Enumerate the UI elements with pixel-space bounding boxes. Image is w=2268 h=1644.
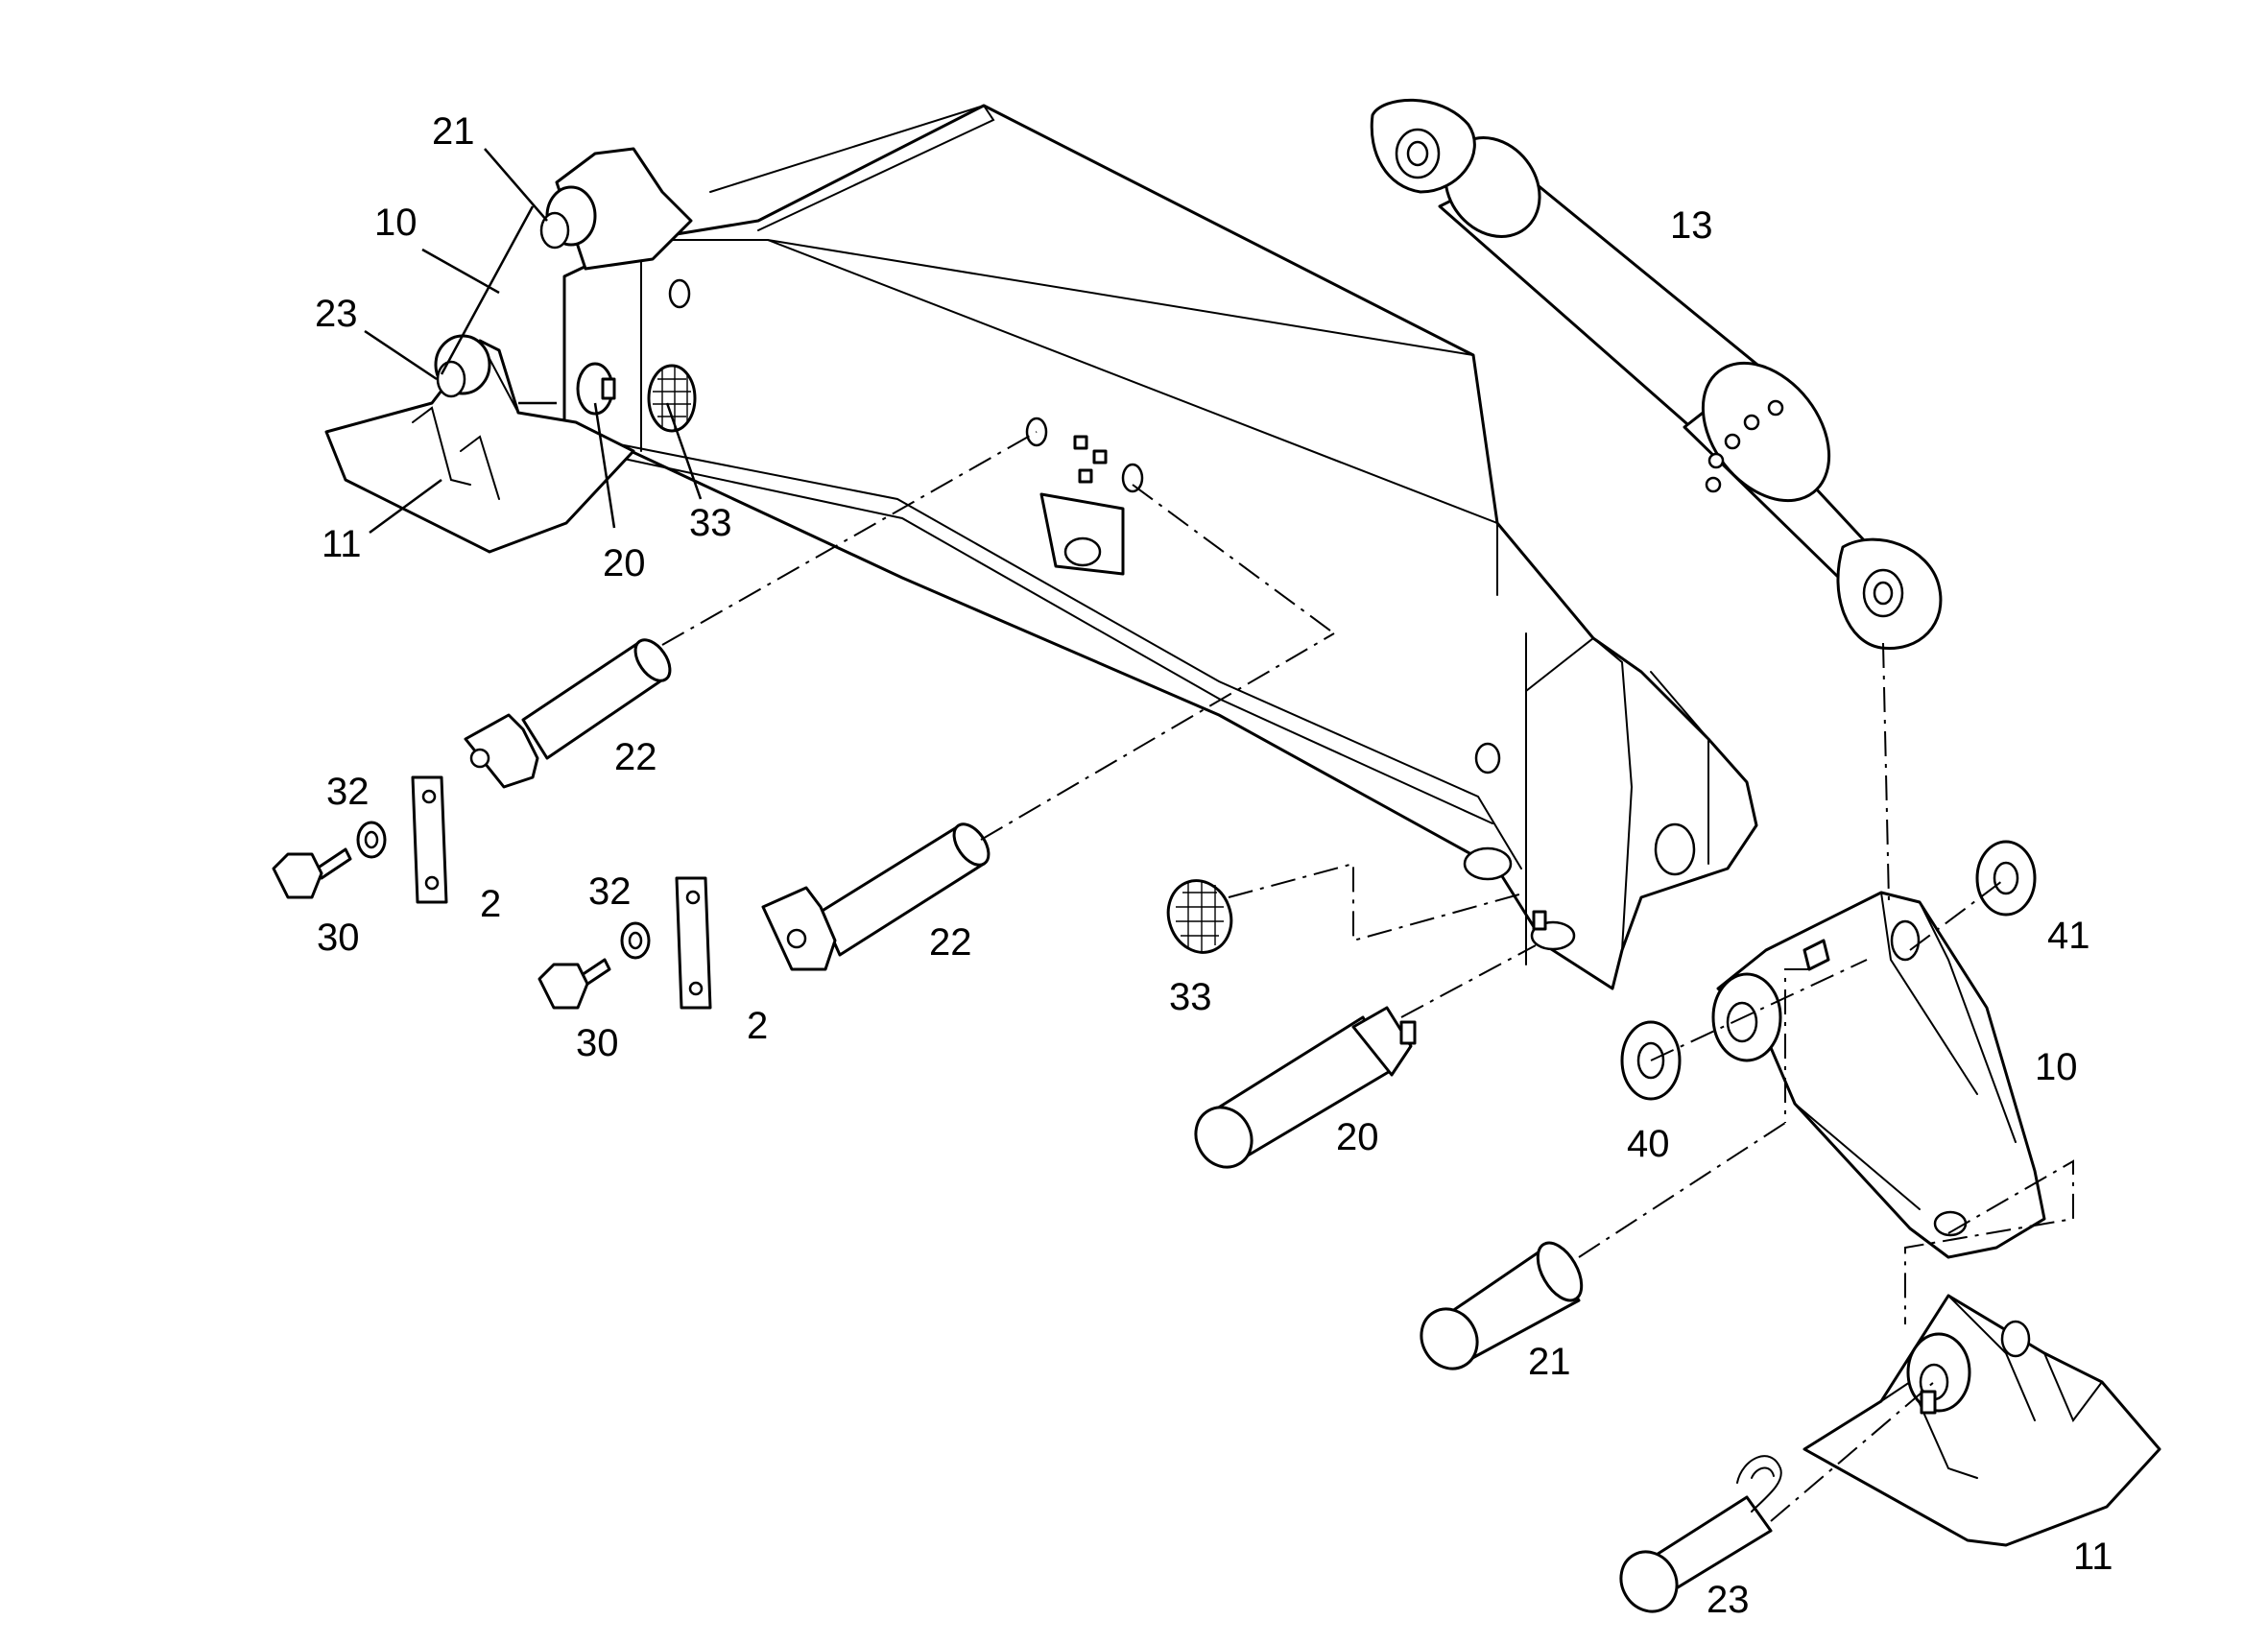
- washer-41: [1975, 840, 2037, 917]
- callout-2-b: 2: [747, 1005, 768, 1047]
- callout-23-bottom: 23: [1707, 1579, 1750, 1621]
- callout-32-a: 32: [326, 771, 370, 813]
- callout-2-a: 2: [480, 883, 501, 925]
- pin-20: [1194, 1006, 1417, 1169]
- callout-40: 40: [1627, 1123, 1670, 1165]
- pin-21: [1420, 1241, 1584, 1370]
- side-lug: [1039, 435, 1125, 576]
- top-left-mount-assembly: [324, 147, 697, 554]
- callout-labels: 21 10 23 11 20 33 13 22 32 30 2 32 30 2 …: [315, 110, 2113, 1621]
- callout-33-top: 33: [689, 502, 732, 544]
- callout-10-top: 10: [374, 202, 418, 244]
- mount-bracket-11: [1802, 1294, 2161, 1547]
- callout-22-a: 22: [614, 736, 657, 778]
- callout-13: 13: [1670, 204, 1713, 247]
- pin-22-upper: [464, 638, 672, 789]
- callout-30-b: 30: [576, 1022, 619, 1064]
- assembly-dash-lines: [661, 431, 2074, 1522]
- bolt-30-b: [537, 958, 611, 1010]
- callout-11-bottom: 11: [2073, 1536, 2113, 1578]
- boom-arm: [562, 104, 1758, 990]
- callout-33-mid: 33: [1169, 976, 1212, 1018]
- callout-20-top: 20: [603, 542, 646, 584]
- washer-32-b: [620, 921, 651, 960]
- bolt-30-a: [272, 847, 352, 899]
- callout-22-b: 22: [929, 921, 972, 964]
- callout-21-top: 21: [432, 110, 475, 153]
- callout-32-b: 32: [588, 870, 632, 913]
- pin-22-lower: [761, 822, 991, 971]
- mesh-plug-33: [1166, 879, 1233, 954]
- callout-23-top: 23: [315, 293, 358, 335]
- callout-11-top: 11: [322, 523, 362, 565]
- callout-30-a: 30: [317, 917, 360, 959]
- callout-10-right: 10: [2035, 1046, 2078, 1088]
- lock-plate-2-a: [411, 775, 448, 904]
- callout-41: 41: [2047, 915, 2090, 957]
- link-arm-10: [1711, 891, 2046, 1259]
- mesh-plug-top: [647, 364, 697, 433]
- hydraulic-cylinder: [1370, 98, 1943, 651]
- leader-lines: [364, 148, 703, 535]
- callout-21-bottom: 21: [1528, 1341, 1571, 1383]
- callout-20-mid: 20: [1336, 1116, 1379, 1158]
- lock-plate-2-b: [675, 876, 712, 1010]
- pin-23: [1619, 1455, 1782, 1613]
- washer-32-a: [356, 821, 387, 859]
